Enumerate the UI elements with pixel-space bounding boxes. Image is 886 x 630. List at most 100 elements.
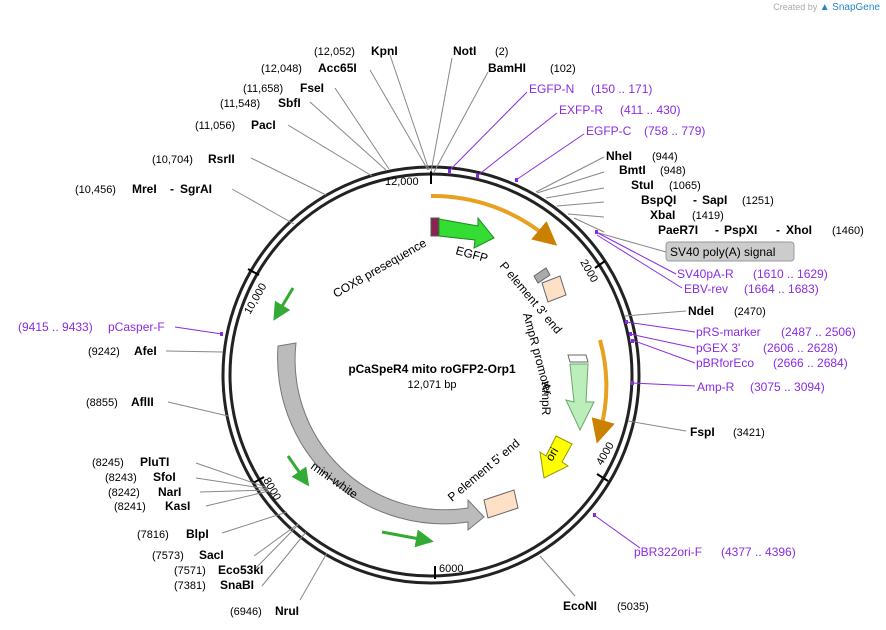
tick-label-6000: 6000 bbox=[439, 563, 463, 575]
site-econi-pos: (5035) bbox=[617, 601, 649, 613]
ori-label: ori bbox=[542, 445, 561, 464]
primer-sv40pa-r-name[interactable]: SV40pA-R bbox=[677, 267, 734, 281]
primer-labels: EGFP-N (150 .. 171) EXFP-R (411 .. 430) … bbox=[18, 82, 856, 559]
site-sbfi-pos: (11,548) bbox=[220, 98, 260, 110]
site-eco53ki-pos: (7571) bbox=[174, 565, 206, 577]
primer-egfp-c-name[interactable]: EGFP-C bbox=[586, 124, 632, 138]
site-kpni-pos: (12,052) bbox=[314, 46, 355, 58]
site-aflii-pos: (8855) bbox=[86, 397, 118, 409]
restriction-site-labels: NotI (2) BamHI (102) NheI (944) BmtI (94… bbox=[75, 44, 864, 618]
primer-sv40pa-r-range: (1610 .. 1629) bbox=[753, 267, 828, 281]
site-paci-name[interactable]: PacI bbox=[251, 118, 276, 132]
site-saci-name[interactable]: SacI bbox=[199, 548, 224, 562]
site-blpi-pos: (7816) bbox=[137, 529, 169, 541]
site-paer7i-pos: (1460) bbox=[832, 225, 864, 237]
tick-mark-8000 bbox=[252, 476, 265, 484]
site-ndei-pos: (2470) bbox=[734, 306, 766, 318]
site-pspxi-sep: - bbox=[715, 223, 719, 237]
site-rsrii-name[interactable]: RsrII bbox=[208, 152, 235, 166]
site-kpni-name[interactable]: KpnI bbox=[371, 44, 398, 58]
site-sfoi-pos: (8243) bbox=[105, 472, 137, 484]
site-stui-name[interactable]: StuI bbox=[631, 178, 654, 192]
site-bmti-name[interactable]: BmtI bbox=[619, 163, 646, 177]
primer-prs-marker-name[interactable]: pRS-marker bbox=[696, 325, 761, 339]
site-nrui-name[interactable]: NruI bbox=[275, 604, 299, 618]
egfp-feature-arrow bbox=[438, 216, 495, 249]
primer-exfp-r-name[interactable]: EXFP-R bbox=[559, 103, 603, 117]
primer-markers bbox=[220, 169, 634, 517]
ampr-label: AmpR bbox=[539, 382, 553, 416]
tick-mark-4000 bbox=[596, 473, 609, 482]
plasmid-length: 12,071 bp bbox=[408, 379, 457, 391]
site-ndei-name[interactable]: NdeI bbox=[688, 304, 714, 318]
site-fspi-pos: (3421) bbox=[733, 427, 765, 439]
site-sgrai-name[interactable]: SgrAI bbox=[180, 182, 212, 196]
site-mrei-pos: (10,456) bbox=[75, 184, 116, 196]
site-mrei-name[interactable]: MreI bbox=[132, 182, 157, 196]
primer-pbrforeco-name[interactable]: pBRforEco bbox=[696, 356, 754, 370]
site-sgrai-sep: - bbox=[170, 182, 174, 196]
green-arrow-10000 bbox=[273, 287, 295, 321]
primer-pgex3-range: (2606 .. 2628) bbox=[763, 341, 838, 355]
site-nhei-name[interactable]: NheI bbox=[606, 149, 632, 163]
site-fsei-name[interactable]: FseI bbox=[300, 81, 324, 95]
site-sapi-sep: - bbox=[693, 193, 697, 207]
site-bspqi-pos: (1251) bbox=[742, 195, 774, 207]
snapgene-brand: Created by ▲ SnapGene bbox=[773, 2, 880, 13]
site-pluti-name[interactable]: PluTI bbox=[140, 455, 169, 469]
site-nari-name[interactable]: NarI bbox=[158, 485, 181, 499]
site-nhei-pos: (944) bbox=[652, 151, 678, 163]
primer-pbrforeco-range: (2666 .. 2684) bbox=[773, 356, 848, 370]
site-stui-pos: (1065) bbox=[669, 180, 701, 192]
tick-mark-2000 bbox=[594, 260, 606, 269]
mini-white-feature-arrow bbox=[277, 342, 485, 532]
ori-feature-arrow bbox=[539, 435, 573, 479]
site-xhoi-name[interactable]: XhoI bbox=[786, 223, 812, 237]
site-econi-name[interactable]: EcoNI bbox=[563, 599, 597, 613]
site-xbai-pos: (1419) bbox=[692, 210, 724, 222]
site-aflii-name[interactable]: AflII bbox=[131, 395, 154, 409]
site-sapi-name[interactable]: SapI bbox=[702, 193, 727, 207]
site-xbai-name[interactable]: XbaI bbox=[650, 208, 675, 222]
primer-exfp-r-range: (411 .. 430) bbox=[620, 103, 680, 117]
site-sbfi-name[interactable]: SbfI bbox=[278, 96, 301, 110]
site-paci-pos: (11,056) bbox=[195, 120, 235, 132]
site-leader-lines bbox=[165, 54, 687, 601]
primer-pcasper-f-range: (9415 .. 9433) bbox=[18, 320, 93, 334]
primer-pgex3-name[interactable]: pGEX 3' bbox=[696, 341, 740, 355]
tick-label-12000: 12,000 bbox=[385, 176, 419, 188]
site-rsrii-pos: (10,704) bbox=[152, 154, 193, 166]
primer-amp-r-range: (3075 .. 3094) bbox=[750, 380, 825, 394]
primer-leader-lines bbox=[174, 91, 696, 549]
ampr-feature-arrow bbox=[565, 363, 595, 432]
site-noti-pos: (2) bbox=[495, 46, 508, 58]
ampr-promoter-feature bbox=[567, 354, 589, 363]
site-pluti-pos: (8245) bbox=[92, 457, 124, 469]
site-kasi-name[interactable]: KasI bbox=[165, 499, 190, 513]
site-fspi-name[interactable]: FspI bbox=[690, 425, 715, 439]
site-pspxi-name[interactable]: PspXI bbox=[724, 223, 757, 237]
site-acc65i-name[interactable]: Acc65I bbox=[318, 61, 357, 75]
primer-ebv-rev-name[interactable]: EBV-rev bbox=[684, 282, 728, 296]
site-snabi-pos: (7381) bbox=[174, 580, 206, 592]
site-nrui-pos: (6946) bbox=[230, 606, 262, 618]
site-noti-name[interactable]: NotI bbox=[453, 44, 476, 58]
green-arrow-6500 bbox=[381, 529, 434, 548]
site-sfoi-name[interactable]: SfoI bbox=[153, 470, 176, 484]
site-bspqi-name[interactable]: BspQI bbox=[641, 193, 676, 207]
primer-pbr322ori-f-name[interactable]: pBR322ori-F bbox=[634, 545, 702, 559]
site-snabi-name[interactable]: SnaBI bbox=[220, 578, 254, 592]
site-xhoi-sep: - bbox=[776, 223, 780, 237]
sv40-polya-callout-label: SV40 poly(A) signal bbox=[670, 245, 775, 259]
primer-pcasper-f-name[interactable]: pCasper-F bbox=[108, 320, 165, 334]
site-afei-name[interactable]: AfeI bbox=[134, 344, 157, 358]
site-acc65i-pos: (12,048) bbox=[261, 63, 302, 75]
site-bamhi-pos: (102) bbox=[550, 63, 576, 75]
site-blpi-name[interactable]: BlpI bbox=[186, 527, 209, 541]
primer-ebv-rev-range: (1664 .. 1683) bbox=[744, 282, 819, 296]
site-bamhi-name[interactable]: BamHI bbox=[488, 61, 526, 75]
primer-amp-r-name[interactable]: Amp-R bbox=[697, 380, 735, 394]
site-paer7i-name[interactable]: PaeR7I bbox=[658, 223, 698, 237]
site-eco53ki-name[interactable]: Eco53kI bbox=[218, 563, 263, 577]
primer-egfp-n-name[interactable]: EGFP-N bbox=[529, 82, 574, 96]
